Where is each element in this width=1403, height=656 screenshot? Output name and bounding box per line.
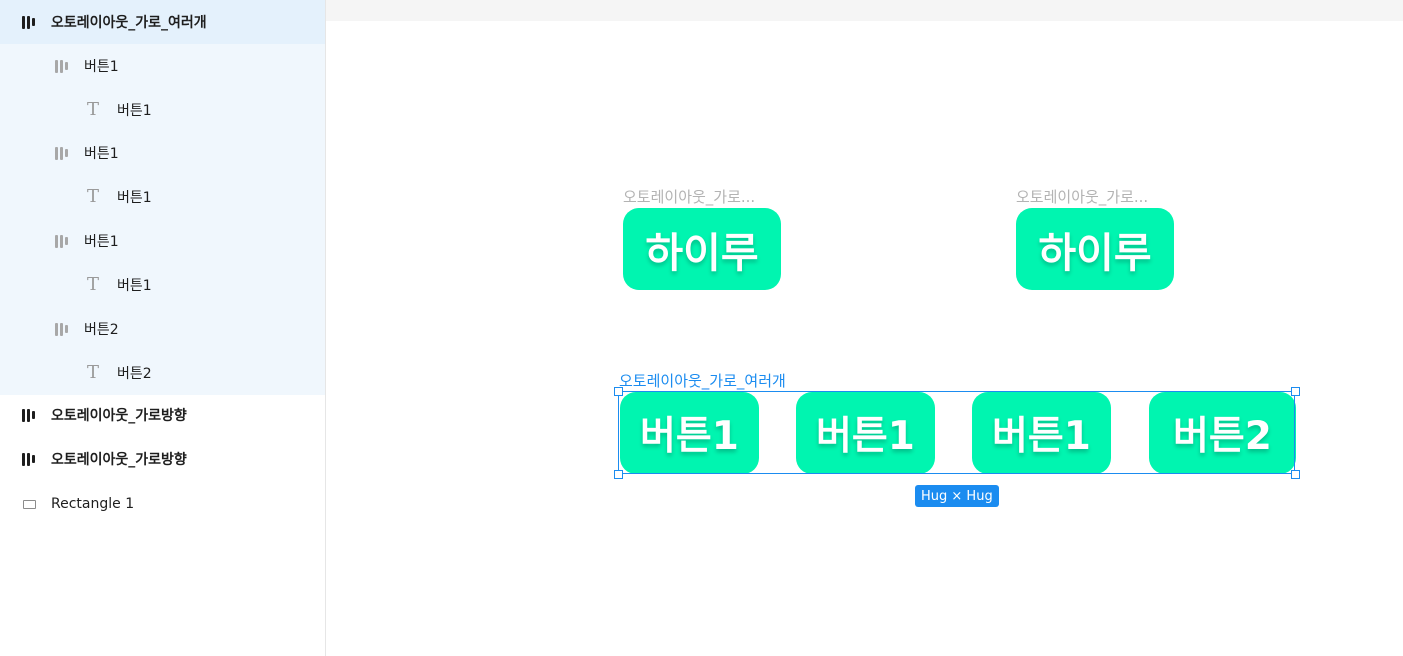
layer-label: 버튼1 [84,59,119,75]
layer-row-button1[interactable]: 버튼1 [0,131,325,175]
button1-second[interactable]: 버튼1 [796,392,935,474]
button1-third[interactable]: 버튼1 [972,392,1111,474]
auto-layout-icon [52,320,70,338]
layer-row-button2[interactable]: 버튼2 [0,307,325,351]
layer-label: Rectangle 1 [51,496,135,512]
resize-handle-bottom-right[interactable] [1291,470,1300,479]
auto-layout-icon [19,13,37,31]
layer-label: 버튼1 [117,278,152,294]
layer-row-button1-text[interactable]: T 버튼1 [0,263,325,307]
layer-row-button1[interactable]: 버튼1 [0,44,325,88]
hello-button-a[interactable]: 하이루 [623,208,781,290]
layer-label: 오토레이아웃_가로방향 [51,452,187,468]
button2[interactable]: 버튼2 [1149,392,1296,474]
hello-button-b[interactable]: 하이루 [1016,208,1174,290]
layer-row-auto-layout-horizontal[interactable]: 오토레이아웃_가로방향 [0,393,325,437]
size-badge: Hug × Hug [915,485,999,507]
resize-handle-top-left[interactable] [614,387,623,396]
design-canvas[interactable]: 오토레이아웃_가로... 하이루 오토레이아웃_가로... 하이루 오토레이아웃… [326,0,1403,656]
layer-row-button1-text[interactable]: T 버튼1 [0,175,325,219]
frame-label-a[interactable]: 오토레이아웃_가로... [623,188,756,206]
text-icon: T [86,99,99,120]
canvas-top-strip [326,0,1403,21]
layer-row-auto-layout-horizontal-multiple[interactable]: 오토레이아웃_가로_여러개 [0,0,325,44]
layer-row-button2-text[interactable]: T 버튼2 [0,351,325,395]
layer-label: 버튼1 [117,103,152,119]
resize-handle-bottom-left[interactable] [614,470,623,479]
layer-row-rectangle-1[interactable]: Rectangle 1 [0,482,325,526]
layer-label: 버튼2 [117,366,152,382]
layer-label: 오토레이아웃_가로_여러개 [51,15,207,31]
layers-panel: 오토레이아웃_가로_여러개 버튼1 T 버튼1 버튼1 T 버튼1 버튼1 T … [0,0,326,656]
auto-layout-icon [19,450,37,468]
layer-row-button1[interactable]: 버튼1 [0,219,325,263]
layer-label: 버튼1 [84,234,119,250]
auto-layout-icon [19,406,37,424]
layer-row-button1-text[interactable]: T 버튼1 [0,88,325,132]
layer-label: 버튼2 [84,322,119,338]
layer-label: 버튼1 [117,190,152,206]
layer-row-auto-layout-horizontal[interactable]: 오토레이아웃_가로방향 [0,437,325,481]
auto-layout-icon [52,232,70,250]
layer-label: 버튼1 [84,146,119,162]
layer-label: 오토레이아웃_가로방향 [51,408,187,424]
text-icon: T [86,274,99,295]
frame-label-c[interactable]: 오토레이아웃_가로_여러개 [619,372,786,390]
rectangle-icon [20,495,38,513]
auto-layout-icon [52,144,70,162]
resize-handle-top-right[interactable] [1291,387,1300,396]
button1-first[interactable]: 버튼1 [620,392,759,474]
auto-layout-icon [52,57,70,75]
text-icon: T [86,362,99,383]
text-icon: T [86,186,99,207]
frame-label-b[interactable]: 오토레이아웃_가로... [1016,188,1149,206]
